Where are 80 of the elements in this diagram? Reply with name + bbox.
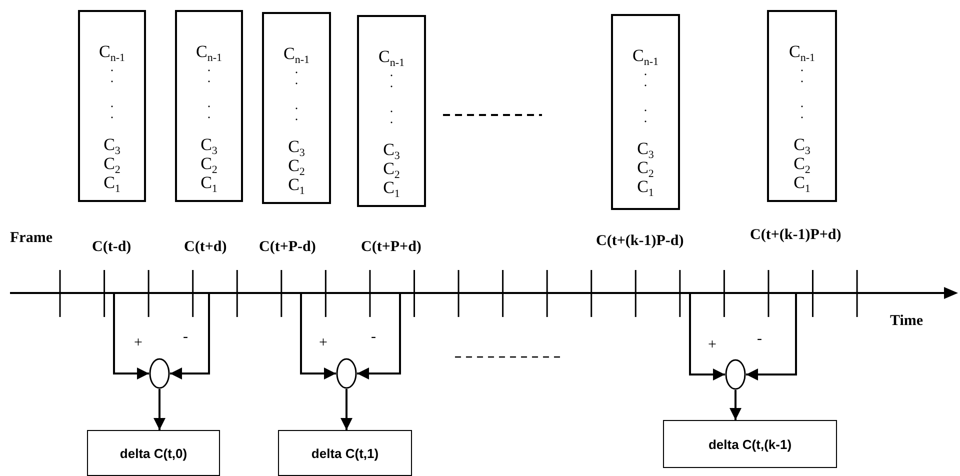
delta-label: delta C(t,1): [311, 446, 379, 460]
frame-label: C(t+P-d): [259, 239, 316, 256]
coefficient-label: C$_{3}$: [637, 139, 654, 158]
ellipsis-dot: .: [800, 108, 804, 119]
ellipsis-dot: .: [207, 61, 211, 72]
coefficient-label: C$_{2}$: [104, 154, 120, 173]
coefficient-label: C$_{1}$: [200, 173, 218, 192]
arrow: [154, 389, 166, 430]
arrow: [357, 294, 401, 380]
coefficient-label: C$_{1}$: [104, 173, 120, 192]
coefficient-label: C$_{3}$: [288, 137, 305, 156]
ellipsis-dot: .: [207, 97, 211, 108]
ellipsis-dot: .: [110, 61, 114, 72]
ellipsis-dot: .: [294, 110, 298, 121]
coefficient-label: C$_{n-1}$: [196, 42, 222, 61]
coefficient-label: C$_{2}$: [200, 154, 218, 173]
ellipsis-dot: .: [800, 61, 804, 72]
frame-label: C(t+(k-1)P-d): [596, 233, 684, 250]
axis-title: Frame: [10, 230, 52, 247]
coefficient-vector-box: [175, 10, 243, 202]
coefficient-label: C$_{1}$: [383, 178, 400, 197]
coefficient-label: C$_{3}$: [794, 135, 810, 154]
coefficient-label: C$_{2}$: [288, 156, 305, 175]
coefficient-vector-box: [611, 14, 680, 210]
arrow: [170, 294, 210, 380]
axis-title: Time: [890, 313, 924, 330]
coefficient-label: C$_{n-1}$: [378, 47, 404, 66]
ellipsis-dot: .: [390, 102, 394, 113]
ellipsis-dot: .: [110, 108, 114, 119]
coefficient-label: C$_{2}$: [637, 158, 654, 177]
ellipsis-dot: .: [644, 112, 648, 123]
arrow: [730, 390, 742, 420]
coefficient-label: C$_{1}$: [288, 175, 305, 194]
ellipsis-dot: .: [644, 65, 648, 76]
ellipsis-dot: .: [110, 72, 114, 83]
ellipsis-dot: .: [644, 76, 648, 87]
ellipsis-dot: .: [644, 101, 648, 112]
ellipsis-dot: .: [800, 97, 804, 108]
coefficient-vector-box: [357, 15, 426, 207]
coefficient-label: C$_{n-1}$: [632, 46, 658, 65]
coefficient-label: C$_{n-1}$: [283, 44, 310, 63]
ellipsis-dot: .: [294, 74, 298, 85]
delta-output-box: [87, 430, 220, 476]
coefficient-vector-box: [78, 10, 146, 202]
ellipsis-dot: .: [110, 97, 114, 108]
coefficient-label: C$_{2}$: [794, 154, 810, 173]
arrow: [689, 294, 725, 380]
frame-label: C(t-d): [92, 239, 132, 256]
delta-label: delta C(t,0): [120, 446, 188, 460]
delta-output-box: [663, 420, 837, 468]
frame-label: C(t+P+d): [361, 239, 422, 256]
summing-junction: [149, 358, 170, 389]
coefficient-label: C$_{1}$: [637, 177, 654, 196]
coefficient-label: C$_{3}$: [383, 140, 400, 159]
coefficient-vector-box: [262, 12, 331, 204]
delta-output-box: [278, 430, 412, 476]
coefficient-label: C$_{3}$: [104, 135, 120, 154]
ellipsis-dot: .: [207, 108, 211, 119]
coefficient-label: C$_{n-1}$: [98, 42, 125, 61]
ellipsis-dot: .: [800, 72, 804, 83]
coefficient-label: C$_{1}$: [794, 173, 810, 192]
arrow: [746, 294, 797, 380]
arrow: [300, 294, 336, 380]
coefficient-label: C$_{3}$: [200, 135, 218, 154]
ellipsis-dot: .: [390, 113, 394, 124]
ellipsis-dot: .: [390, 66, 394, 77]
frame-label: C(t+(k-1)P+d): [750, 227, 842, 244]
frame-label: C(t+d): [184, 239, 227, 256]
ellipsis-dot: .: [207, 72, 211, 83]
coefficient-label: C$_{n-1}$: [788, 42, 815, 61]
arrow: [340, 389, 352, 430]
ellipsis-dot: .: [294, 63, 298, 74]
delta-label: delta C(t,(k-1): [708, 436, 792, 452]
summing-junction: [725, 359, 746, 390]
coefficient-vector-box: [767, 10, 837, 202]
summing-junction: [336, 358, 357, 389]
coefficient-label: C$_{2}$: [383, 159, 400, 178]
arrow: [113, 294, 149, 380]
ellipsis-dot: .: [294, 99, 298, 110]
ellipsis-dot: .: [390, 77, 394, 88]
